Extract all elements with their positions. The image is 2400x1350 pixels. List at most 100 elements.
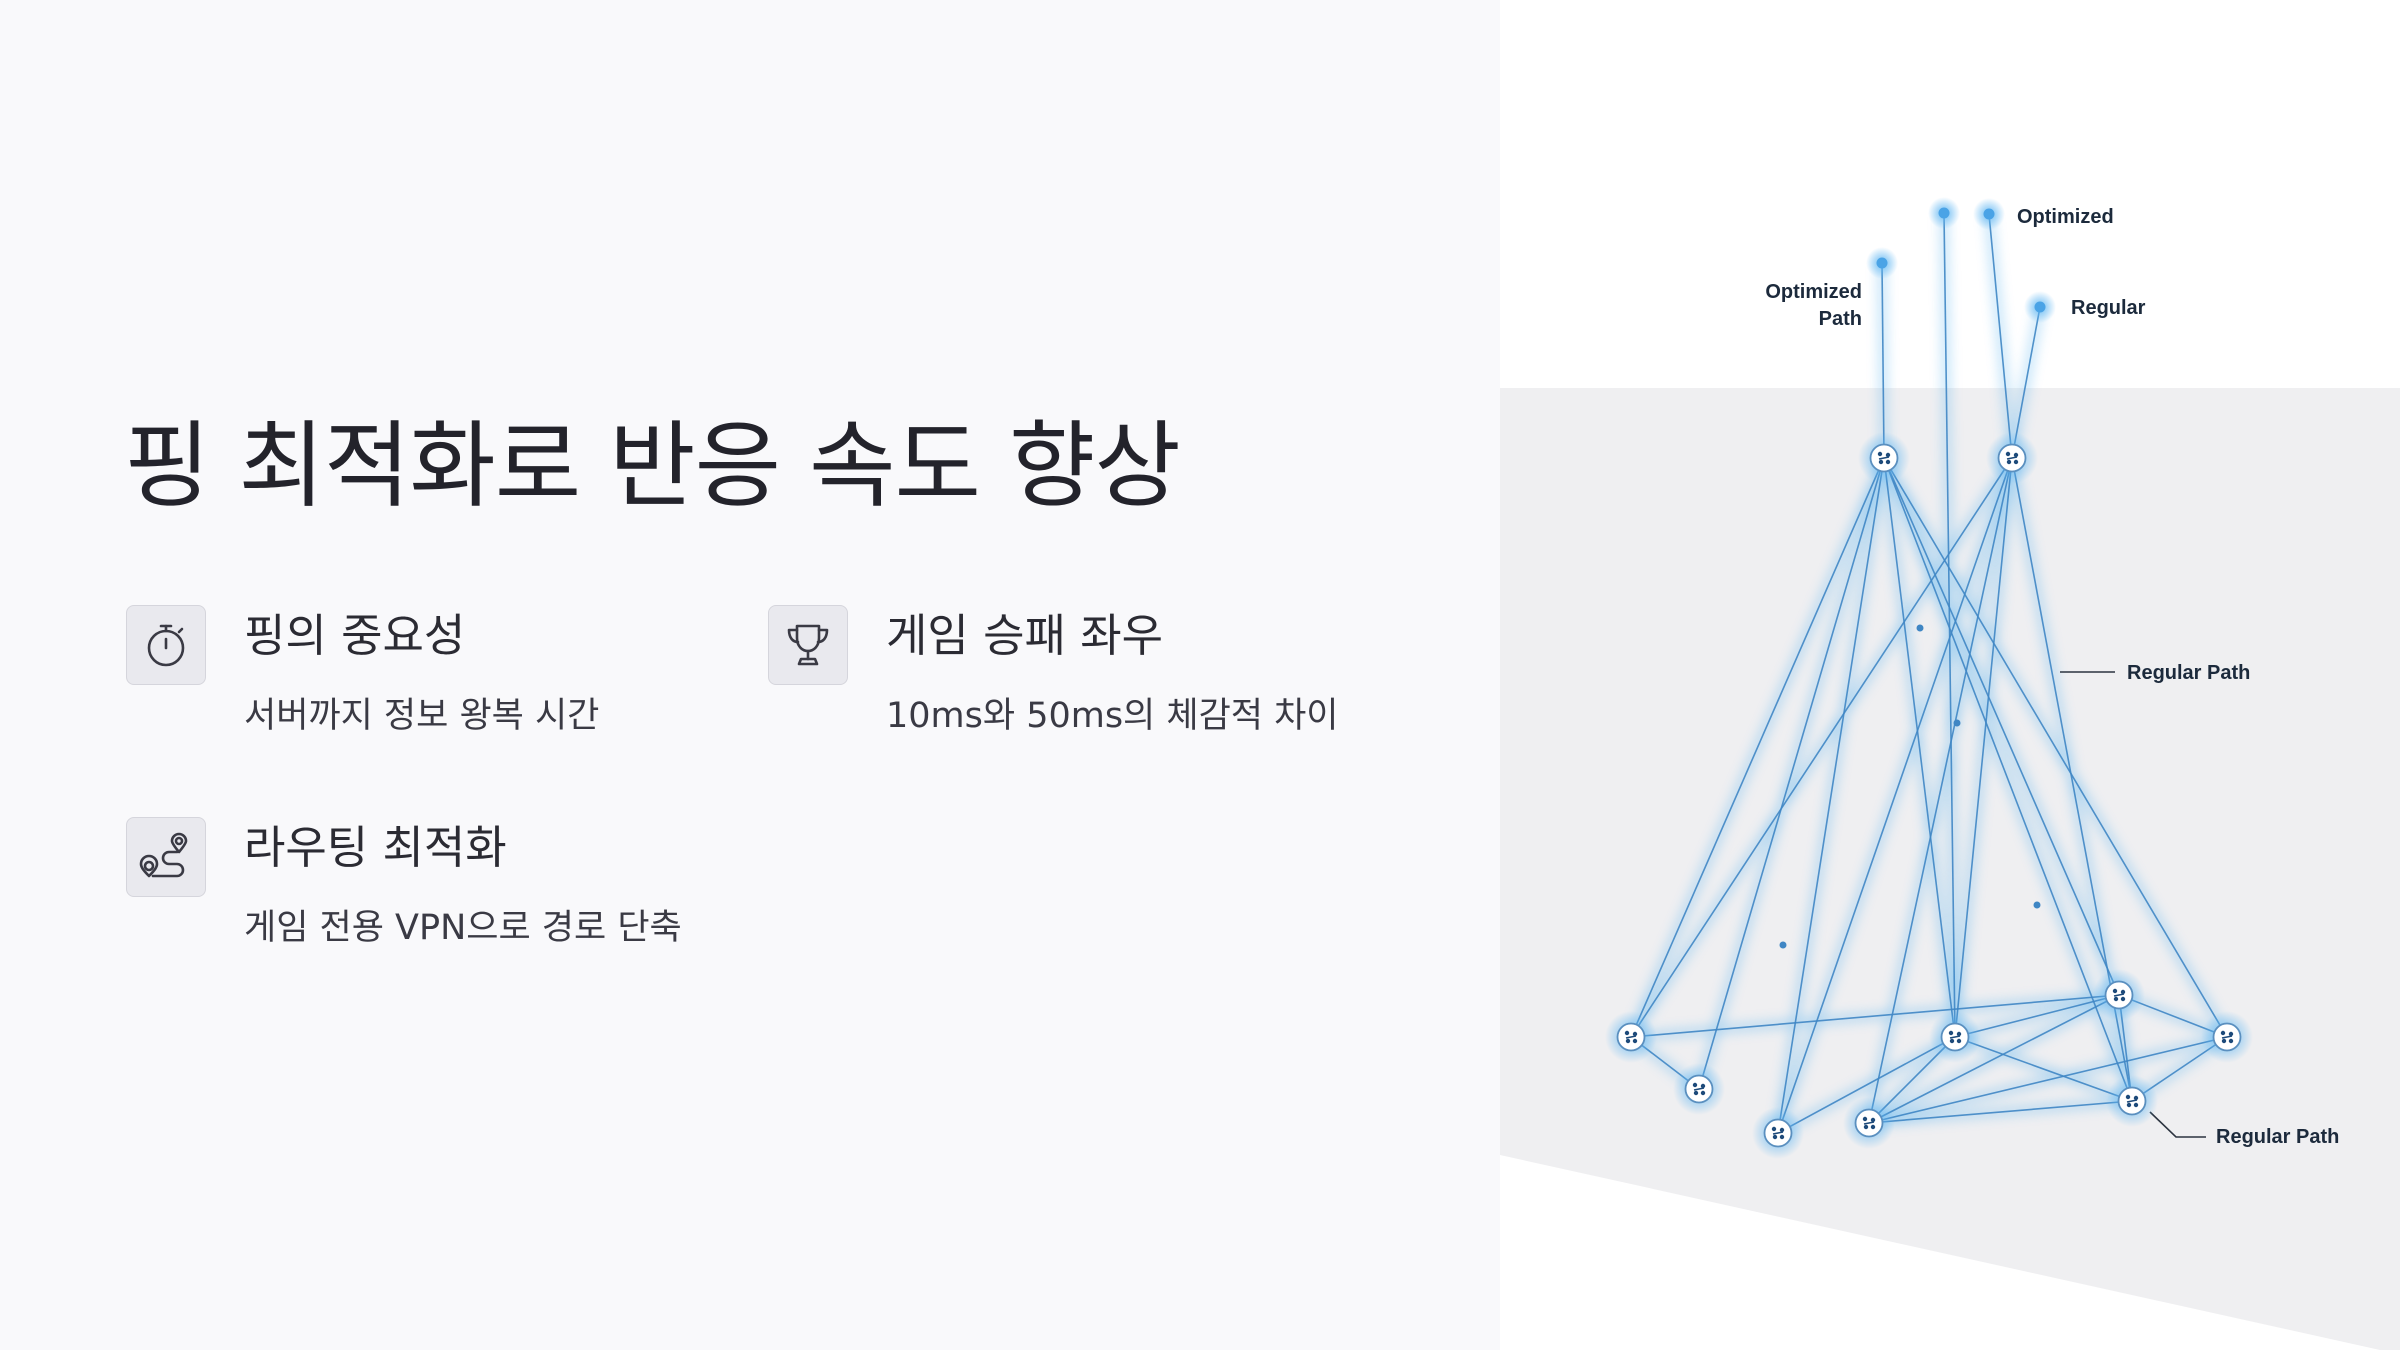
path-line: [1777, 457, 1885, 1134]
node-glyph: [1624, 1030, 1630, 1036]
node-glyph: [2221, 1038, 2227, 1044]
path-line: [1883, 457, 1956, 1038]
node-glyph: [1948, 1030, 1954, 1036]
path-line: [1881, 262, 1885, 459]
trophy-icon: [768, 605, 848, 685]
label-leaders: [2060, 671, 2206, 1138]
node-glyph: [2112, 988, 2118, 994]
label-regular-path-bottom: Regular Path: [2216, 1126, 2339, 1148]
path-line: [1883, 457, 2120, 996]
path-line: [1883, 457, 2133, 1102]
server-node-icon: [1986, 432, 2038, 484]
path-line: [1630, 457, 2013, 1038]
feature-description: 서버까지 정보 왕복 시간: [244, 696, 600, 736]
node-glyph: [1632, 1038, 1638, 1044]
path-line: [1868, 994, 2120, 1124]
node-glyph: [1693, 1090, 1699, 1096]
node-glyph: [2113, 996, 2119, 1002]
label-optimized: Optimized: [2017, 206, 2114, 228]
node-glyph: [2228, 1038, 2234, 1044]
server-node-icon: [1752, 1107, 1804, 1159]
node-glyph: [2120, 989, 2126, 995]
feature-title: 게임 승패 좌우: [886, 609, 1164, 662]
node-glyph: [1863, 1121, 1875, 1125]
label-regular-path-mid: Regular Path: [2127, 662, 2250, 684]
feature-title: 핑의 중요성: [244, 609, 466, 662]
node-glyph: [1772, 1131, 1784, 1135]
node-glyph: [2133, 1102, 2139, 1108]
node-glyph: [1885, 452, 1891, 458]
feature-title: 라우팅 최적화: [244, 821, 507, 874]
server-node-icon: [2093, 969, 2145, 1021]
endpoint-dot: [1983, 208, 1995, 220]
path-marker: [2033, 901, 2041, 909]
path-line: [1943, 212, 1956, 1038]
path-line: [1777, 1036, 1956, 1134]
node-glyph: [2126, 1102, 2132, 1108]
node-glyph: [1870, 1117, 1876, 1123]
node-glyph: [2013, 459, 2019, 465]
page-title: 핑 최적화로 반응 속도 향상: [124, 412, 1181, 521]
server-node-icon: [2201, 1011, 2253, 1063]
label-regular: Regular: [2071, 297, 2146, 319]
node-glyph: [1779, 1127, 1785, 1133]
node-glyph: [2228, 1031, 2234, 1037]
feature-description: 게임 전용 VPN으로 경로 단축: [244, 908, 682, 948]
node-glyph: [1949, 1035, 1961, 1039]
node-glyph: [1625, 1038, 1631, 1044]
server-node-icon: [2106, 1075, 2158, 1127]
feature-description: 10ms와 50ms의 체감적 차이: [886, 696, 1339, 736]
leader-line: [2149, 1111, 2206, 1138]
node-glyph: [1632, 1031, 1638, 1037]
node-glyph: [1878, 459, 1884, 465]
server-node-icon: [1929, 1011, 1981, 1063]
content-panel: 핑 최적화로 반응 속도 향상 핑의 중요성 서버까지 정보 왕복 시간 게임: [124, 412, 1339, 948]
node-glyph: [1956, 1031, 1962, 1037]
server-nodes: [1605, 432, 2253, 1159]
path-marker: [1953, 719, 1961, 727]
node-glyph: [1700, 1083, 1706, 1089]
node-glyph: [1862, 1116, 1868, 1122]
path-line: [1630, 994, 2120, 1038]
node-glyph: [2126, 1099, 2138, 1103]
node-glyph: [2125, 1094, 2131, 1100]
path-lines: [1630, 212, 2228, 1134]
server-node-icon: [1605, 1011, 1657, 1063]
node-glyph: [1877, 451, 1883, 457]
node-glyph: [2006, 456, 2018, 460]
node-glyph: [1625, 1035, 1637, 1039]
path-marker: [1916, 624, 1924, 632]
node-glyph: [1870, 1124, 1876, 1130]
node-glyph: [2220, 1030, 2226, 1036]
node-glyph: [1693, 1087, 1705, 1091]
label-optimized-path-line1: Optimized: [1765, 281, 1862, 303]
endpoint-dots: [1866, 197, 2056, 323]
node-glyph: [2133, 1095, 2139, 1101]
node-glyph: [1772, 1134, 1778, 1140]
node-glyph: [2120, 996, 2126, 1002]
path-line: [1883, 457, 2228, 1038]
endpoint-dot: [2034, 301, 2046, 313]
node-glyph: [1878, 456, 1890, 460]
path-line: [1954, 457, 2013, 1038]
path-line: [1868, 1100, 2133, 1124]
network-diagram-panel: Optimized Optimized Path Regular Regular…: [1500, 0, 2400, 1350]
path-line: [1954, 1036, 2133, 1102]
node-glyph: [2005, 451, 2011, 457]
label-optimized-path-line2: Path: [1819, 308, 1862, 330]
node-glyph: [1949, 1038, 1955, 1044]
node-glyph: [2013, 452, 2019, 458]
server-node-icon: [1843, 1097, 1895, 1149]
server-node-icon: [1858, 432, 1910, 484]
path-line: [1868, 457, 2013, 1124]
node-glyph: [1863, 1124, 1869, 1130]
path-line: [1988, 213, 2013, 459]
stopwatch-icon: [126, 605, 206, 685]
server-node-icon: [1673, 1063, 1725, 1115]
path-line: [1868, 1036, 2228, 1124]
route-icon: [126, 817, 206, 897]
path-line: [1954, 994, 2120, 1038]
node-glyph: [1700, 1090, 1706, 1096]
path-line: [1630, 457, 1885, 1038]
node-glyph: [1771, 1126, 1777, 1132]
